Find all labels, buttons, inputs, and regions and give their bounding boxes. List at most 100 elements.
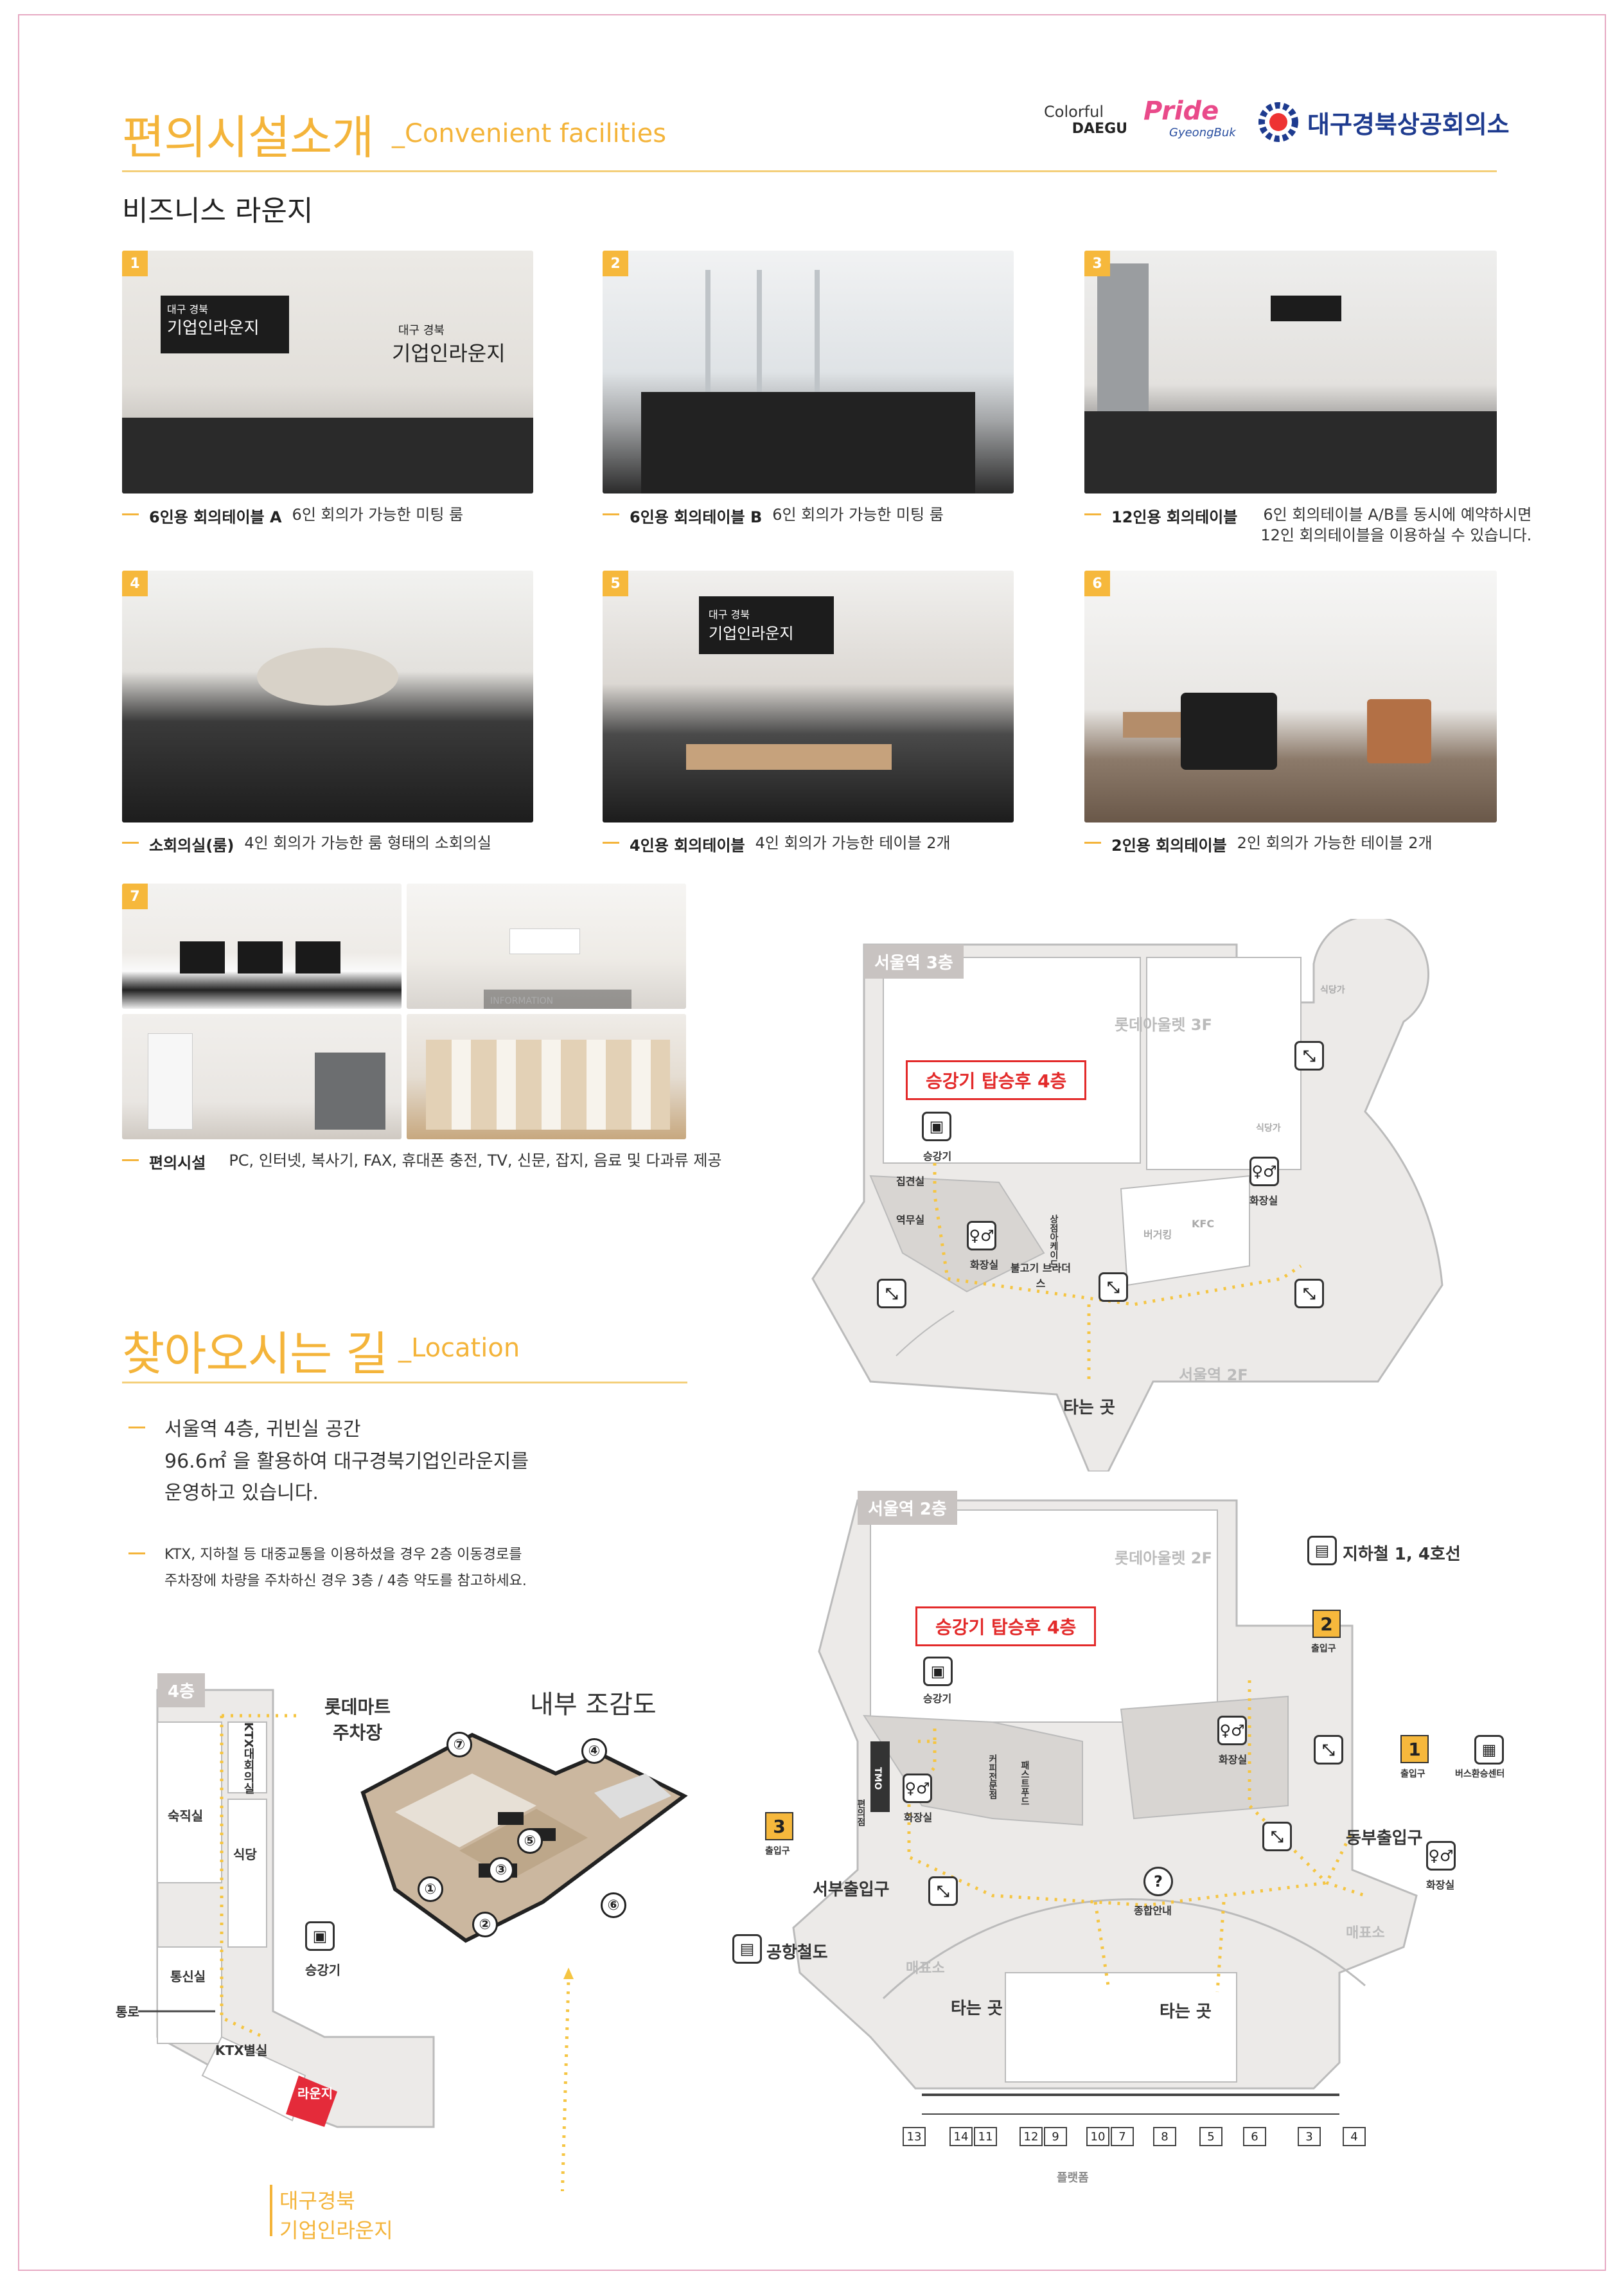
- platform-13: 13: [903, 2127, 926, 2146]
- platform-label: 플랫폼: [1057, 2171, 1089, 2185]
- colorful-daegu-logo: Colorful DAEGU: [1044, 103, 1127, 137]
- caption-3: 12인용 회의테이블 6인 회의테이블 A/B를 동시에 예약하시면 12인 회…: [1084, 504, 1531, 546]
- info-icon: ?: [1143, 1867, 1173, 1896]
- room-fastfood: 패스트푸드: [1019, 1761, 1030, 1806]
- page-title: 편의시설소개: [122, 111, 374, 164]
- platform-5: 5: [1199, 2127, 1222, 2146]
- platform-10: 10: [1086, 2127, 1109, 2146]
- map3f-toilet2-label: 화장실: [1249, 1195, 1278, 1207]
- gate-3-icon: 3: [765, 1812, 793, 1840]
- map2f-toilet-label-1: 화장실: [904, 1811, 933, 1824]
- map2f-toilet-icon-3: ♀♂: [1426, 1841, 1456, 1871]
- map-2f: 서울역 2층 롯데아울렛 2F 승강기 탑승후 4층 ▣ 승강기 TMO 편의점…: [723, 1484, 1505, 2210]
- gate-1-label: 출입구: [1400, 1769, 1425, 1779]
- photo-small-meeting-room: 4: [122, 571, 533, 822]
- location-rule: [122, 1382, 687, 1383]
- airport-rail-label: 공항철도: [766, 1943, 828, 1962]
- map2f-escalator-icon-1: ⤡: [928, 1876, 958, 1906]
- room-convenience: 편의점: [856, 1799, 866, 1826]
- photo-4-person-table: 대구 경북 기업인라운지 5: [603, 571, 1014, 822]
- location-title: 찾아오시는 길: [122, 1327, 388, 1381]
- page-frame: [18, 14, 1606, 2271]
- caption-4: 소회의실(룸)4인 회의가 가능한 룸 형태의 소회의실: [122, 833, 491, 855]
- platform-14: 14: [949, 2127, 973, 2146]
- platform-6: 6: [1243, 2127, 1266, 2146]
- platform-7: 7: [1111, 2127, 1134, 2146]
- airport-rail-icon: ▤: [732, 1934, 762, 1964]
- gate-1-icon: 1: [1400, 1735, 1429, 1763]
- tmo-label: TMO: [872, 1767, 883, 1790]
- room-coffee: 커피전문점: [987, 1754, 998, 1799]
- room-dining: 식당: [233, 1847, 257, 1862]
- subway-icon: ▤: [1307, 1536, 1337, 1565]
- room-station-office: 역무실: [896, 1214, 925, 1226]
- room-burgerking: 버거킹: [1143, 1229, 1172, 1241]
- east-exit-label: 동부출입구: [1346, 1829, 1423, 1848]
- map3f-escalator-icon-1: ⤡: [1294, 1041, 1324, 1071]
- room-sukjik: 숙직실: [168, 1808, 204, 1824]
- chamber-gear-icon: [1258, 102, 1298, 142]
- header-rule: [122, 170, 1497, 172]
- pride-gyeongbuk-logo: Pride GyeongBuk: [1143, 96, 1236, 139]
- room-bulgogi: 불고기 브라더스: [1011, 1262, 1071, 1290]
- photo-2-person-table: 6: [1084, 571, 1497, 822]
- platform-4: 4: [1343, 2127, 1366, 2146]
- gate-2-label: 출입구: [1311, 1644, 1336, 1654]
- photo-meeting-table-12: 3: [1084, 251, 1497, 493]
- lounge-heading: 비즈니스 라운지: [122, 195, 313, 227]
- map3f-toilet-icon: ♀♂: [967, 1221, 996, 1250]
- map-3f: 서울역 3층 승강기 탑승후 4층 ▣ 승강기 집견실 역무실 ♀♂ 화장실 불…: [787, 919, 1494, 1471]
- map2f-escalator-icon-3: ⤡: [1262, 1822, 1292, 1851]
- west-exit-label: 서부출입구: [813, 1880, 890, 1899]
- floor4-map: 4층 숙직실 식당 KTX대회의실 통신실 KTX별실 라운지 ▣ 승강기 통로…: [116, 1673, 691, 2243]
- room-kfc: KFC: [1192, 1218, 1215, 1230]
- map2f-toilet-label-3: 화장실: [1426, 1879, 1455, 1891]
- room-food-court-1: 식당가: [1320, 985, 1345, 995]
- photo-meeting-table-b: 2: [603, 251, 1014, 493]
- photo-magazine-rack: [407, 1014, 686, 1139]
- map2f-elevator-callout: 승강기 탑승후 4층: [915, 1606, 1097, 1646]
- floor4-label: 4층: [157, 1673, 206, 1707]
- bus-icon: ▦: [1474, 1735, 1504, 1765]
- map3f-label: 서울역 3층: [864, 945, 964, 979]
- platform-8: 8: [1153, 2127, 1176, 2146]
- location-note: KTX, 지하철 등 대중교통을 이용하셨을 경우 2층 이동경로를 주차장에 …: [128, 1542, 527, 1594]
- page-subtitle: _Convenient facilities: [392, 119, 667, 148]
- room-ktx-conference: KTX대회의실: [242, 1722, 255, 1795]
- info-label: 종합안내: [1134, 1905, 1172, 1917]
- interior-isometric: 내부 조감도 ⑦ ④ ⑤ ③ ① ② ⑥: [350, 1684, 697, 2005]
- photo-information-desk: INFORMATION: [407, 884, 686, 1009]
- map3f-board-label: 타는 곳: [1063, 1398, 1115, 1418]
- gate-2-icon: 2: [1312, 1610, 1341, 1638]
- map2f-elevator-icon: ▣: [923, 1657, 953, 1686]
- platform-3: 3: [1298, 2127, 1321, 2146]
- map2f-escalator-icon-2: ⤡: [1314, 1735, 1343, 1765]
- bus-transfer-label: 버스환승센터: [1455, 1769, 1505, 1779]
- location-description: 서울역 4층, 귀빈실 공간 96.6㎡ 을 활용하여 대구경북기업인라운지를 …: [128, 1414, 529, 1509]
- map2f-lotte-label: 롯데아울렛 2F: [1115, 1549, 1212, 1567]
- chamber-logo: 대구경북상공회의소: [1256, 100, 1510, 145]
- map2f-toilet-icon-2: ♀♂: [1217, 1716, 1247, 1745]
- room-telecom: 통신실: [170, 1969, 206, 1984]
- map2f-toilet-icon-1: ♀♂: [903, 1774, 932, 1803]
- elevator-icon: ▣: [305, 1921, 335, 1951]
- map2f-toilet-label-2: 화장실: [1219, 1754, 1248, 1766]
- photo-meeting-table-a: 대구 경북 기업인라운지 대구 경북 기업인라운지 1: [122, 251, 533, 493]
- ticket-office-label-1: 매표소: [906, 1960, 945, 1977]
- map3f-elevator-icon: ▣: [922, 1112, 951, 1141]
- interior-title: 내부 조감도: [530, 1690, 657, 1720]
- ticket-office-label-2: 매표소: [1346, 1925, 1385, 1941]
- passage-label: 통로: [116, 2004, 139, 2020]
- platform-12: 12: [1019, 2127, 1043, 2146]
- room-arcade: 상점아케이드: [1048, 1214, 1059, 1268]
- map3f-seoul2f-label: 서울역 2F: [1179, 1366, 1248, 1384]
- photo-business-center-pcs: 7: [122, 884, 402, 1009]
- floor4-elevator-label: 승강기: [305, 1962, 341, 1978]
- map3f-toilet-label: 화장실: [970, 1259, 999, 1271]
